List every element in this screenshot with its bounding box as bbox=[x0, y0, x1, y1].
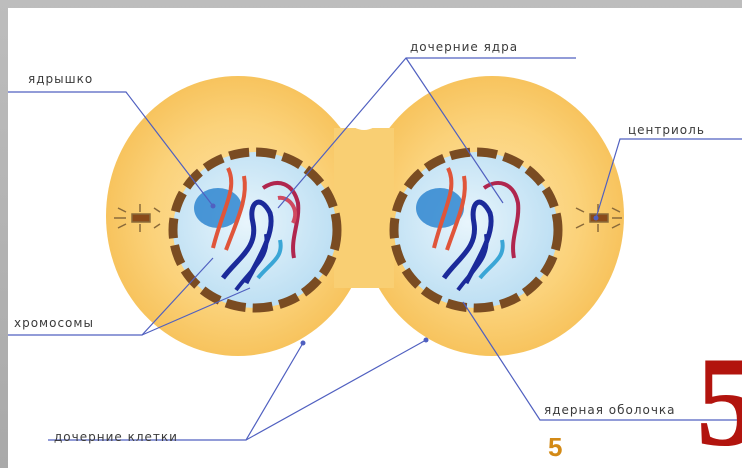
mitosis-diagram bbox=[8, 8, 742, 468]
cleavage-bridge bbox=[334, 128, 394, 288]
label-daughter-nuclei: дочерние ядра bbox=[410, 40, 518, 54]
label-daughter-cells: дочерние клетки bbox=[54, 430, 178, 444]
label-centriole: центриоль bbox=[628, 123, 705, 137]
label-nucleolus: ядрышко bbox=[28, 72, 93, 86]
diagram-panel: ядрышко дочерние ядра центриоль хромосом… bbox=[8, 8, 742, 468]
nucleus-left bbox=[173, 152, 337, 308]
cleavage-notch-bottom bbox=[338, 302, 390, 374]
label-nuclear-envelope: ядерная оболочка bbox=[544, 403, 676, 417]
slide-number-small: 5 bbox=[548, 432, 562, 463]
slide-number-big: 5 bbox=[696, 338, 742, 466]
nucleus-right bbox=[394, 152, 558, 308]
label-chromosomes: хромосомы bbox=[14, 316, 94, 330]
cleavage-notch-top bbox=[338, 58, 390, 130]
